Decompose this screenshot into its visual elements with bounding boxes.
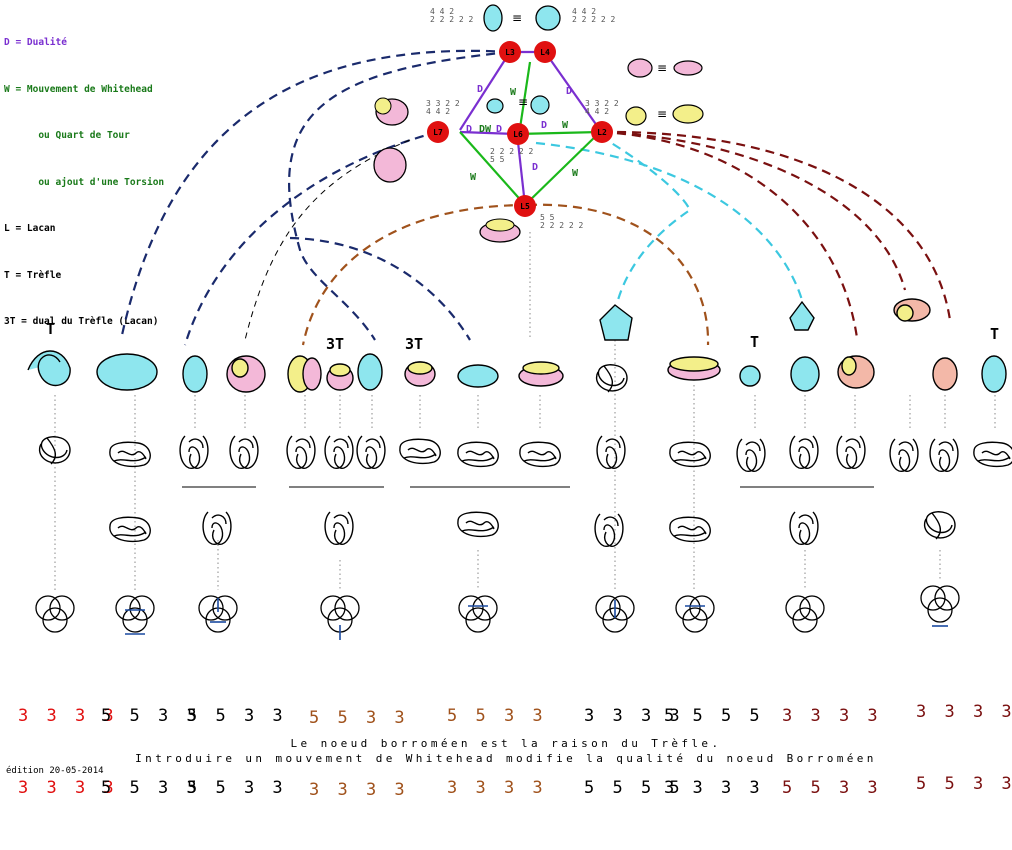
edge-label-W-3: W	[470, 172, 477, 183]
node-note-right: 3 3 2 2 4 4 2	[585, 99, 619, 116]
connector-brown-1	[301, 203, 529, 346]
node-L7	[427, 121, 449, 143]
diagram-graphics: L3 L4 L7 L6 L2 L5 D D W D DW D D W W W D…	[27, 4, 1012, 640]
equiv-symbol-right-bottom: ≡	[657, 107, 667, 121]
node-L4	[534, 41, 556, 63]
diagram-canvas: D = Dualité W = Mouvement de Whitehead o…	[4, 4, 1012, 800]
code-col-7-line-2: 3 3 3 3	[664, 778, 764, 798]
edge-label-W-1: W	[510, 87, 517, 98]
node-label-L3: L3	[505, 48, 515, 57]
node-label-L4: L4	[540, 48, 550, 57]
knot-row-colored	[27, 298, 1007, 393]
code-col-1-line-1: 3 3 3 3	[18, 706, 118, 726]
node-L2	[591, 121, 613, 143]
connector-darkred-3	[601, 130, 952, 321]
edge-L3L4-L6	[518, 61, 532, 129]
node-note-top-right: 4 4 2 2 2 2 2 2	[572, 7, 616, 24]
code-col-3-line-2: 5 5 3 3	[187, 778, 287, 798]
edge-label-D-3: D	[466, 124, 472, 135]
node-L3	[499, 41, 521, 63]
connector-darkred-1	[601, 130, 859, 339]
code-col-5-line-2: 3 3 3 3	[447, 778, 547, 798]
connector-darkred-2	[601, 130, 907, 291]
code-col-7-line-1: 5 5 5 5	[664, 706, 764, 726]
label-dual-trefle-2: 3T	[405, 335, 424, 353]
label-dual-trefle-1: 3T	[326, 335, 345, 353]
connector-navy-1	[120, 49, 511, 336]
code-col-4-line-1: 5 5 3 3	[309, 708, 409, 728]
borromean-rings-row	[35, 585, 960, 633]
legend-item-dual-trefle: 3T = dual du Trèfle (Lacan)	[4, 316, 159, 327]
connector-navy-2	[288, 50, 511, 341]
edition-date: édition 20-05-2014	[6, 766, 104, 776]
code-col-5-line-1: 5 5 3 3	[447, 706, 547, 726]
edge-L4-L2	[544, 51, 601, 131]
label-trefle-2: T	[750, 333, 760, 351]
code-col-3-line-1: 5 5 3 3	[187, 706, 287, 726]
edge-label-D-5: D	[541, 120, 547, 131]
edge-L7-L5	[459, 131, 526, 206]
legend-item-torsion: ou ajout d'une Torsion	[4, 176, 165, 188]
node-label-L7: L7	[433, 128, 443, 137]
code-col-2-line-1: 5 5 3 3	[101, 706, 201, 726]
caption-line-2: Introduire un mouvement de Whitehead mod…	[135, 752, 877, 765]
graph-knots	[373, 4, 704, 243]
edge-L6-L5	[516, 141, 526, 197]
knot-row-black-2	[109, 511, 956, 548]
equiv-symbol-right-top: ≡	[657, 61, 667, 75]
connector-navy-3	[183, 130, 439, 346]
code-col-2-line-2: 5 5 3 3	[101, 778, 201, 798]
node-L6	[507, 123, 529, 145]
code-col-9-line-1: 3 3 3 3	[916, 702, 1012, 722]
graph-nodes	[427, 41, 613, 217]
legend-item-dualite: D = Dualité	[4, 37, 67, 48]
edge-label-W-2: W	[562, 120, 569, 131]
edge-L6-L2	[516, 130, 601, 136]
edge-label-W-4: W	[572, 168, 579, 179]
connector-navy-4	[289, 236, 471, 341]
edge-label-D-1: D	[477, 84, 483, 95]
node-note-center: 2 2 2 2 2 5 5	[490, 147, 534, 164]
equiv-symbol-center: ≡	[518, 95, 528, 109]
connector-cyan-2	[599, 135, 692, 301]
connector-thin-black	[244, 139, 411, 341]
node-label-L2: L2	[597, 128, 607, 137]
node-note-left: 3 3 2 2 4 4 2	[426, 99, 460, 116]
code-col-8-line-1: 3 3 3 3	[782, 706, 882, 726]
connector-brown-2	[527, 203, 710, 346]
node-L5	[514, 195, 536, 217]
code-col-8-line-2: 5 5 3 3	[782, 778, 882, 798]
caption-line-1: Le noeud borroméen est la raison du Trèf…	[290, 737, 722, 750]
edge-L3-L7	[459, 51, 511, 131]
legend-item-lacan: L = Lacan	[4, 223, 56, 234]
label-trefle-3: T	[990, 325, 1000, 343]
edge-label-D-6: D	[532, 162, 538, 173]
edge-label-D-4: D	[496, 124, 502, 135]
edge-label-D-2: D	[566, 86, 572, 97]
edge-label-DW: DW	[479, 124, 492, 135]
label-trefle-1: T	[46, 320, 56, 338]
legend-item-whitehead: W = Mouvement de Whitehead	[4, 83, 153, 95]
equiv-symbol-top: ≡	[512, 11, 522, 25]
connector-cyan-1	[535, 141, 804, 301]
legend-item-trefle: T = Trèfle	[4, 269, 62, 281]
code-col-9-line-2: 5 5 3 3	[916, 774, 1012, 794]
node-note-bottom: 5 5 2 2 2 2 2	[540, 213, 584, 230]
legend: D = Dualité W = Mouvement de Whitehead o…	[4, 4, 164, 361]
node-label-L5: L5	[520, 202, 530, 211]
node-label-L6: L6	[513, 130, 523, 139]
code-col-6-line-1: 3 3 3 3	[584, 706, 684, 726]
edge-L2-L5	[524, 131, 601, 206]
legend-item-quart-de-tour: ou Quart de Tour	[4, 130, 130, 141]
node-note-top: 4 4 2 2 2 2 2 2	[430, 7, 474, 24]
